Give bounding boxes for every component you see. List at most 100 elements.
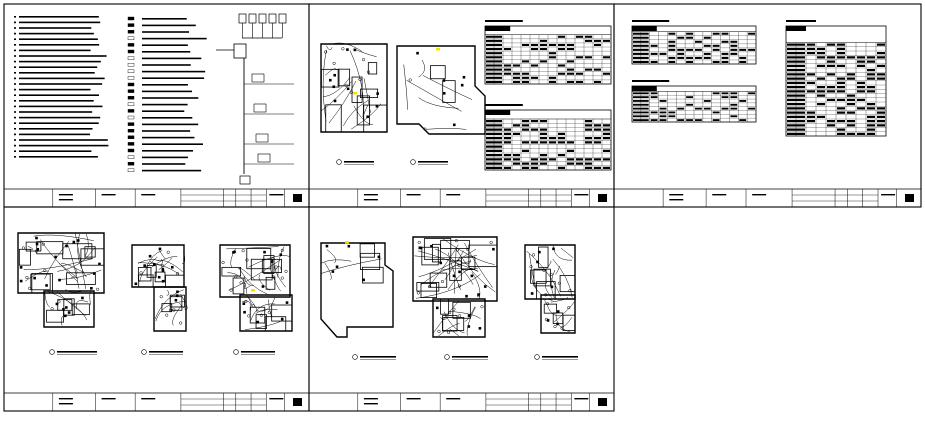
legend-symbol bbox=[127, 161, 135, 166]
title-block-logo bbox=[293, 398, 302, 406]
legend-text bbox=[142, 64, 191, 66]
sheet-1 bbox=[3, 3, 310, 208]
legend-text bbox=[142, 156, 188, 159]
note-line bbox=[19, 60, 101, 63]
legend-text bbox=[142, 103, 188, 106]
note-line bbox=[19, 116, 101, 119]
legend-symbol bbox=[127, 56, 135, 60]
legend-text bbox=[142, 70, 206, 73]
note-line bbox=[19, 128, 93, 130]
legend-text bbox=[142, 150, 193, 152]
legend-symbol bbox=[127, 76, 135, 80]
schedule-title bbox=[632, 80, 670, 82]
legend-text bbox=[142, 169, 202, 172]
highlight-mark bbox=[436, 48, 440, 51]
note-line bbox=[19, 105, 103, 108]
highlight-mark bbox=[353, 92, 357, 95]
schedule-title bbox=[786, 20, 816, 22]
highlight-mark bbox=[345, 241, 349, 244]
title-block-logo bbox=[293, 194, 302, 202]
plan-label-bubble bbox=[336, 159, 342, 165]
note-line bbox=[19, 49, 91, 52]
note-line bbox=[19, 144, 109, 147]
legend-text bbox=[142, 77, 205, 79]
legend-symbol bbox=[127, 16, 135, 21]
legend-symbol bbox=[127, 89, 135, 93]
legend-text bbox=[142, 18, 187, 20]
note-line bbox=[19, 44, 100, 46]
note-line bbox=[19, 32, 94, 35]
schedule-title bbox=[485, 20, 523, 22]
sheet-3 bbox=[613, 3, 922, 208]
legend-text bbox=[142, 163, 186, 165]
plan-label-bubble bbox=[352, 354, 358, 360]
schedule-title bbox=[632, 20, 670, 22]
note-line bbox=[19, 150, 92, 152]
legend-symbol bbox=[127, 69, 135, 74]
legend-symbol bbox=[127, 49, 135, 54]
legend-text bbox=[142, 117, 193, 119]
note-line bbox=[19, 122, 99, 124]
legend-text bbox=[142, 90, 193, 93]
legend-symbol bbox=[127, 95, 135, 100]
legend-symbol bbox=[127, 36, 135, 40]
legend-text bbox=[142, 44, 188, 46]
note-line bbox=[19, 133, 91, 136]
note-line bbox=[19, 139, 108, 141]
note-line bbox=[19, 66, 98, 68]
note-line bbox=[19, 16, 99, 18]
highlight-mark bbox=[251, 289, 255, 292]
legend-symbol bbox=[127, 30, 135, 34]
legend-text bbox=[142, 31, 190, 33]
legend-symbol bbox=[127, 115, 135, 120]
plan-label-bubble bbox=[233, 349, 239, 355]
note-line bbox=[19, 94, 99, 96]
note-line bbox=[19, 21, 101, 24]
plan-label-bubble bbox=[534, 354, 540, 360]
legend-symbol bbox=[127, 148, 135, 153]
sheet-2 bbox=[308, 3, 615, 208]
legend-symbol bbox=[127, 168, 135, 173]
plan-label-bubble bbox=[141, 349, 147, 355]
plan-label-bubble bbox=[410, 159, 416, 165]
legend-symbol bbox=[127, 63, 135, 67]
note-line bbox=[19, 156, 98, 158]
legend-symbol bbox=[127, 82, 135, 87]
legend-text bbox=[142, 143, 203, 145]
note-line bbox=[19, 83, 103, 85]
title-block-logo bbox=[905, 194, 914, 202]
legend-text bbox=[142, 110, 185, 112]
note-line bbox=[19, 88, 91, 91]
legend-text bbox=[142, 24, 196, 27]
legend-text bbox=[142, 57, 202, 60]
note-line bbox=[19, 77, 105, 80]
note-line bbox=[19, 100, 94, 102]
legend-symbol bbox=[127, 109, 135, 113]
schedule-title bbox=[485, 104, 523, 106]
legend-symbol bbox=[127, 128, 135, 133]
legend-text bbox=[142, 51, 191, 53]
title-block-logo bbox=[598, 398, 607, 406]
legend-text bbox=[142, 123, 199, 126]
plan-label-bubble bbox=[49, 349, 55, 355]
plan-label-bubble bbox=[444, 354, 450, 360]
note-line bbox=[19, 38, 98, 40]
legend-symbol bbox=[127, 102, 135, 107]
sheet-5 bbox=[308, 206, 615, 412]
legend-symbol bbox=[127, 122, 135, 126]
legend-text bbox=[142, 130, 191, 132]
legend-text bbox=[142, 37, 207, 40]
note-line bbox=[19, 55, 107, 57]
title-block-logo bbox=[598, 194, 607, 202]
legend-symbol bbox=[127, 23, 135, 27]
note-line bbox=[19, 111, 93, 113]
legend-symbol bbox=[127, 43, 135, 47]
legend-symbol bbox=[127, 135, 135, 140]
legend-text bbox=[142, 136, 195, 139]
legend-symbol bbox=[127, 155, 135, 159]
note-line bbox=[19, 72, 95, 74]
note-line bbox=[19, 27, 92, 29]
legend-text bbox=[142, 84, 188, 86]
